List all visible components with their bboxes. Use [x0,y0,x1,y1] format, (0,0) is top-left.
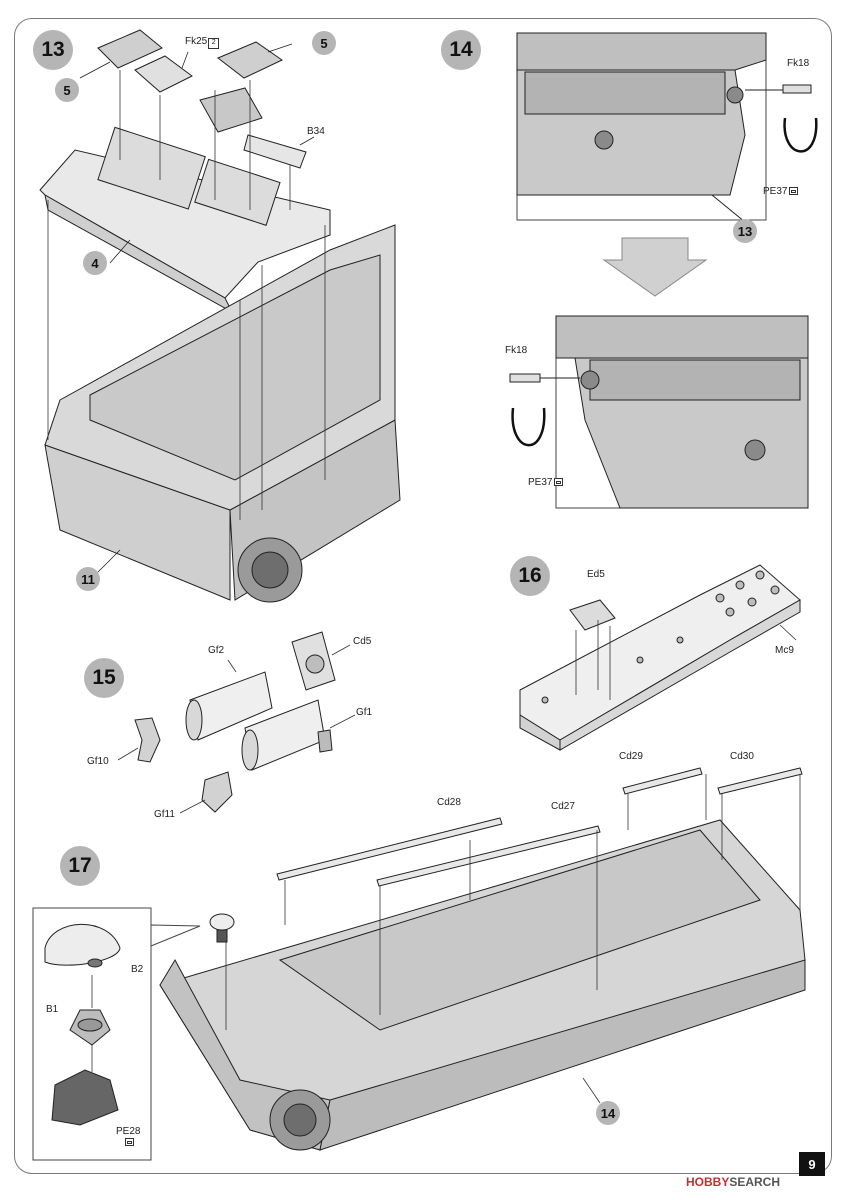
photo-etch-icon [789,187,799,195]
label-fk18-bottom: Fk18 [505,345,528,356]
ref-badge-14: 14 [596,1101,620,1125]
page-number: 9 [799,1152,825,1176]
label-ed5: Ed5 [587,569,605,580]
label-b2: B2 [131,964,144,975]
photo-etch-icon [124,1138,134,1146]
label-cd28: Cd28 [437,797,461,808]
step16-drawing [519,564,801,751]
step15-drawing [117,631,356,814]
watermark-brand: HOBBY [686,1175,730,1189]
ref-badge-4: 4 [83,251,107,275]
step-17-badge: 17 [60,846,100,886]
label-gf11: Gf11 [154,809,175,820]
label-mc9: Mc9 [775,645,794,656]
step17-drawing [32,767,806,1161]
label-fk25-text: Fk25 [185,36,208,47]
ref-badge-11: 11 [76,567,100,591]
step-13-badge: 13 [33,30,73,70]
page-frame [14,18,832,1174]
step-14-badge: 14 [441,30,481,70]
watermark: HOBBYSEARCH [686,1175,780,1189]
label-pe37-top: PE37 [763,186,799,197]
label-b1: B1 [46,1004,59,1015]
label-gf10: Gf10 [87,756,109,767]
label-gf2: Gf2 [208,645,225,656]
label-cd29: Cd29 [619,751,643,762]
step-15-badge: 15 [84,658,124,698]
photo-etch-icon [554,478,564,486]
label-b34: B34 [307,126,325,137]
step14-drawing [509,32,818,509]
step-16-badge: 16 [510,556,550,596]
step13-drawing [39,29,401,603]
ref-badge-13: 13 [733,219,757,243]
label-cd5: Cd5 [353,636,372,647]
label-cd30: Cd30 [730,751,754,762]
watermark-rest: SEARCH [729,1175,781,1189]
label-gf1: Gf1 [356,707,373,718]
ref-badge-5-left: 5 [55,78,79,102]
label-cd27: Cd27 [551,801,575,812]
label-pe28-text: PE28 [116,1126,141,1137]
ref-badge-5-right: 5 [312,31,336,55]
label-pe28: PE28 [116,1126,140,1148]
label-fk18-top: Fk18 [787,58,810,69]
quantity-icon: 2 [208,38,220,49]
label-pe37-bottom-text: PE37 [528,477,553,488]
label-pe37-top-text: PE37 [763,186,788,197]
label-pe37-bottom: PE37 [528,477,564,488]
